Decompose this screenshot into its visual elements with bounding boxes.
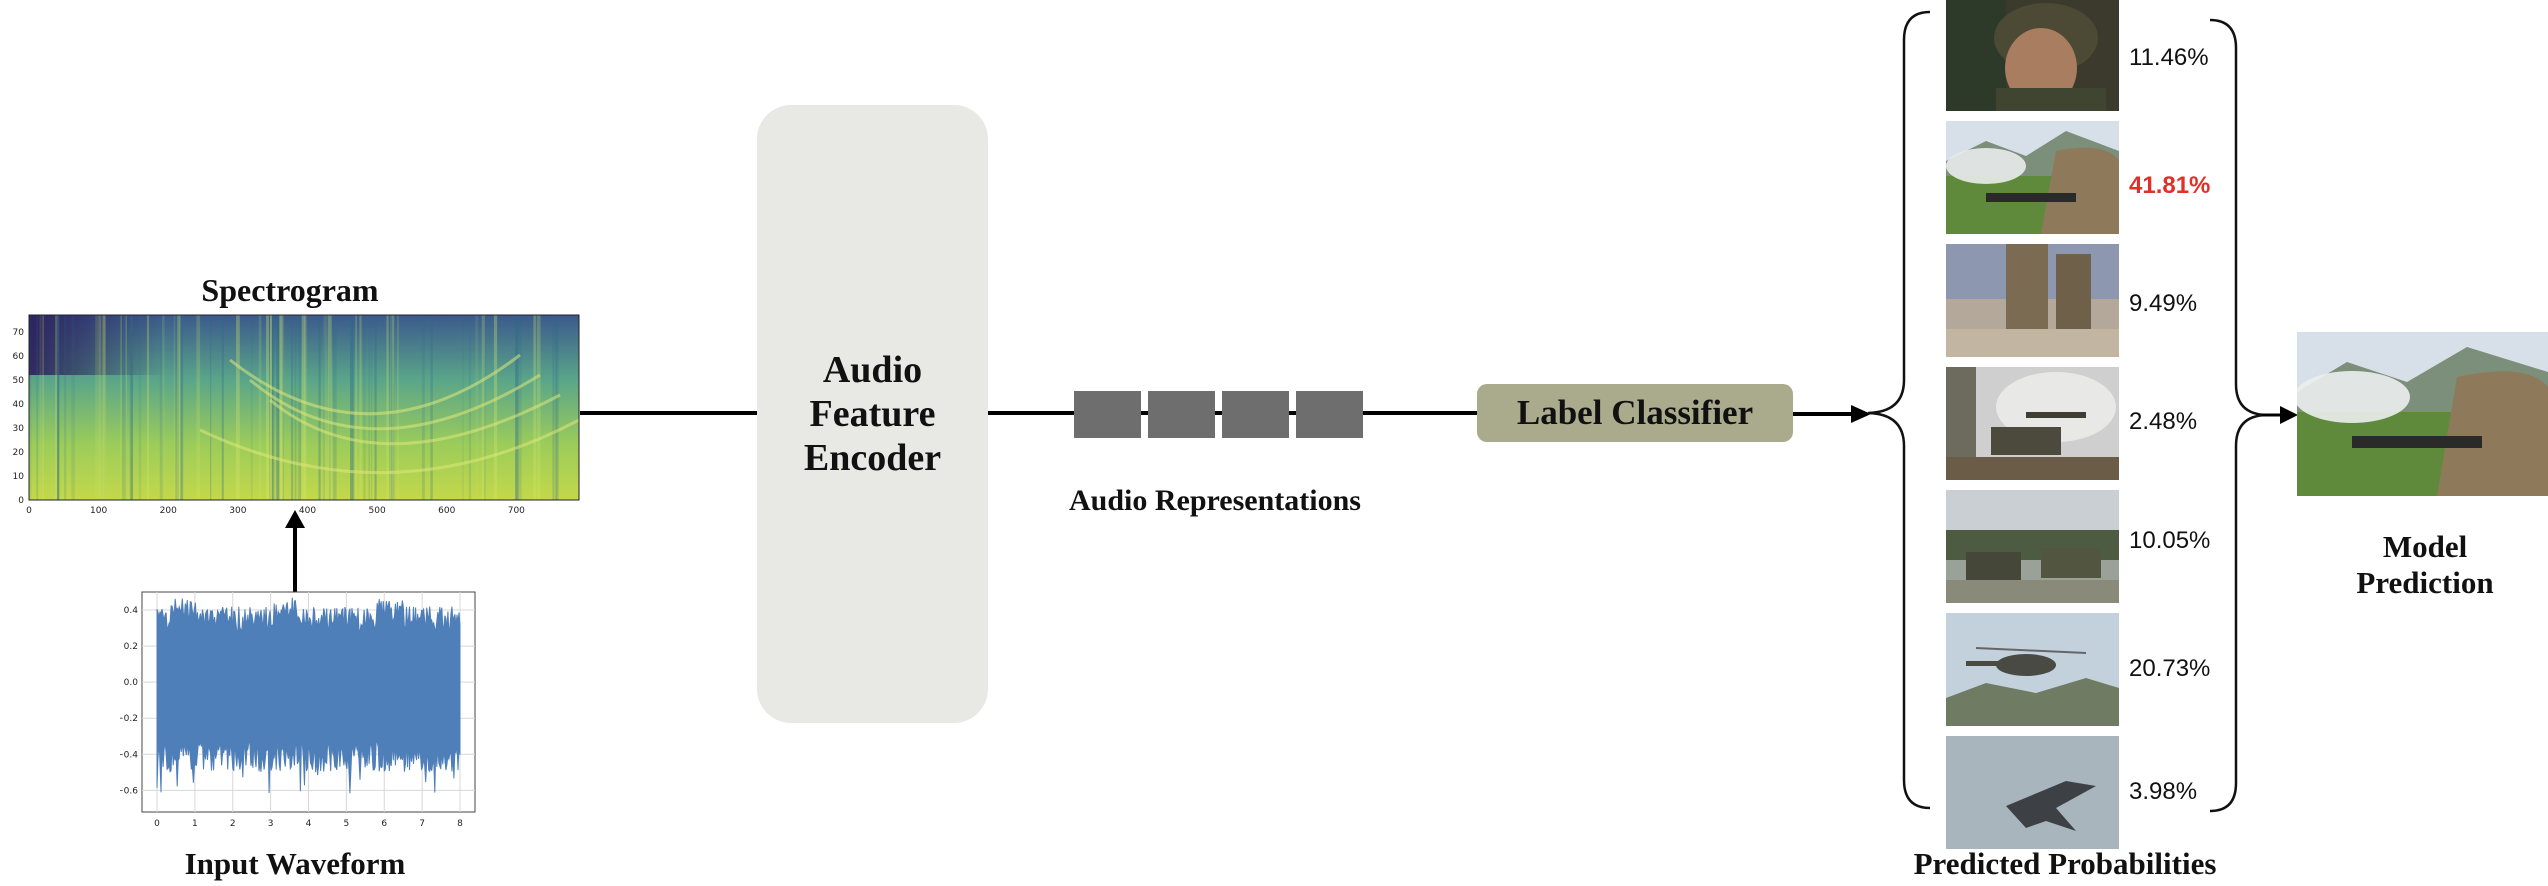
connector-line (580, 411, 757, 415)
spectrogram-x-tick: 300 (229, 506, 246, 516)
waveform-plot: 0.4 0.2 0.0 −0.2 −0.4 −0.6 0 1 2 3 4 5 6 7 8 (120, 591, 476, 829)
probability-value: 11.46% (2129, 44, 2209, 71)
arrow-up (285, 510, 305, 592)
waveform-label: Input Waveform (184, 846, 406, 881)
spectrogram-x-tick: 200 (160, 506, 177, 516)
encoder-label: Audio Feature Encoder (803, 349, 942, 479)
spectrogram-x-tick: 100 (90, 506, 107, 516)
waveform-y-tick: 0.4 (124, 606, 139, 616)
representation-block (1296, 391, 1363, 438)
waveform-x-tick: 2 (230, 819, 236, 829)
probabilities-label: Predicted Probabilities (1913, 846, 2217, 881)
probability-value: 9.49% (2129, 290, 2198, 317)
thumbnail-soldier-portrait (1946, 0, 2119, 111)
probability-value: 2.48% (2129, 408, 2198, 435)
representation-block (1222, 391, 1289, 438)
prediction-label-line1: Model (2382, 529, 2468, 564)
waveform-x-tick: 8 (457, 819, 463, 829)
waveform-x-tick: 1 (192, 819, 198, 829)
thumbnail-soldier-machine-gun (1946, 121, 2119, 234)
probability-value: 41.81% (2129, 172, 2211, 199)
label-classifier: Label Classifier (1477, 384, 1793, 442)
representations-label: Audio Representations (1069, 484, 1361, 517)
waveform-y-tick: 0.2 (124, 642, 138, 652)
waveform-y-tick: −0.6 (120, 786, 138, 796)
spectrogram-y-tick: 50 (13, 376, 25, 386)
probability-value: 10.05% (2129, 527, 2211, 554)
spectrogram-x-tick: 600 (438, 506, 455, 516)
spectrogram-y-tick: 70 (13, 328, 25, 338)
probability-value: 20.73% (2129, 655, 2211, 682)
spectrogram-x-tick: 0 (26, 506, 32, 516)
spectrogram-y-tick: 60 (13, 352, 25, 362)
waveform-x-tick: 3 (268, 819, 274, 829)
arrow-right (1793, 405, 1871, 423)
spectrogram-y-tick: 10 (13, 472, 25, 482)
representation-block (1074, 391, 1141, 438)
probability-value: 3.98% (2129, 778, 2198, 805)
thumbnail-artillery-firing (1946, 367, 2119, 480)
waveform-x-tick: 0 (154, 819, 160, 829)
thumbnail-military-vehicles (1946, 490, 2119, 603)
arrow-right (2262, 406, 2298, 424)
prediction-label-line2: Prediction (2356, 565, 2494, 600)
spectrogram-y-tick: 30 (13, 424, 25, 434)
spectrogram-y-tick: 0 (18, 496, 24, 506)
waveform-y-tick: −0.4 (120, 750, 138, 760)
audio-feature-encoder: Audio Feature Encoder (757, 105, 988, 723)
spectrogram-y-tick: 40 (13, 400, 25, 410)
waveform-y-tick: 0.0 (124, 678, 139, 688)
thumbnail-soldiers-marching (1946, 244, 2119, 357)
spectrogram-plot: 0 10 20 30 40 50 60 70 0 100 200 300 400 500 600 700 (13, 314, 580, 516)
spectrogram-y-tick: 20 (13, 448, 25, 458)
spectrogram-x-tick: 400 (299, 506, 316, 516)
thumbnail-fighter-jet (1946, 736, 2119, 849)
spectrogram-x-tick: 500 (369, 506, 386, 516)
representation-block (1148, 391, 1215, 438)
classifier-label: Label Classifier (1516, 393, 1754, 432)
prediction-image (2297, 332, 2548, 496)
spectrogram-x-tick: 700 (508, 506, 525, 516)
left-brace (1867, 10, 1931, 810)
spectrogram-title: Spectrogram (201, 272, 379, 308)
waveform-x-tick: 5 (344, 819, 350, 829)
waveform-x-tick: 7 (419, 819, 425, 829)
waveform-x-tick: 6 (381, 819, 387, 829)
waveform-y-tick: −0.2 (120, 714, 138, 724)
thumbnail-helicopter (1946, 613, 2119, 726)
waveform-x-tick: 4 (306, 819, 312, 829)
